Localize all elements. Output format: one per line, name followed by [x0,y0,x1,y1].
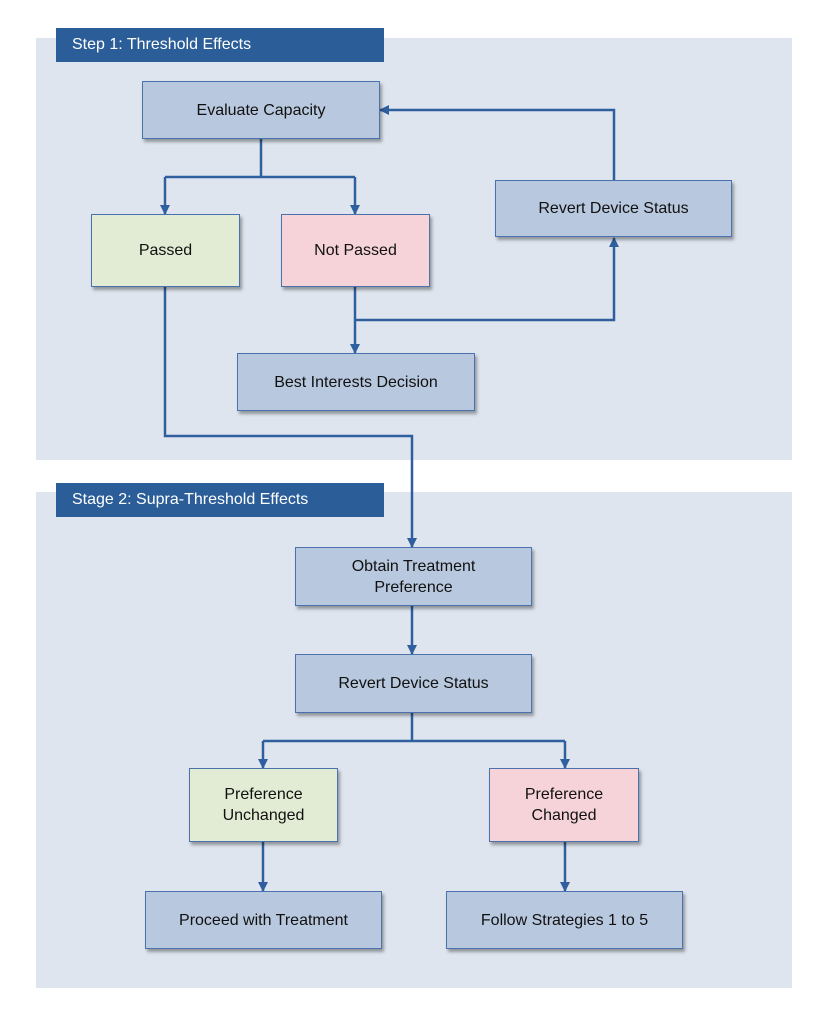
connector-revert-split [263,713,565,743]
node-passed: Passed [91,214,240,287]
node-evaluate-capacity: Evaluate Capacity [142,81,380,139]
node-preference-changed: Preference Changed [489,768,639,842]
node-revert-device-status-stage1: Revert Device Status [495,180,732,237]
node-proceed-with-treatment: Proceed with Treatment [145,891,382,949]
node-not-passed: Not Passed [281,214,430,287]
node-revert-device-status-stage2: Revert Device Status [295,654,532,713]
node-obtain-treatment-preference: Obtain Treatment Preference [295,547,532,606]
arrow-revert-to-evaluate [379,105,616,180]
arrow-passed-to-obtain [163,287,417,548]
arrow-to-revert-stage1 [355,237,619,322]
connector-evaluate-split [165,139,355,179]
node-preference-unchanged: Preference Unchanged [189,768,338,842]
node-best-interests-decision: Best Interests Decision [237,353,475,411]
stage1-header: Step 1: Threshold Effects [56,28,384,62]
stage2-header: Stage 2: Supra-Threshold Effects [56,483,384,517]
node-follow-strategies: Follow Strategies 1 to 5 [446,891,683,949]
